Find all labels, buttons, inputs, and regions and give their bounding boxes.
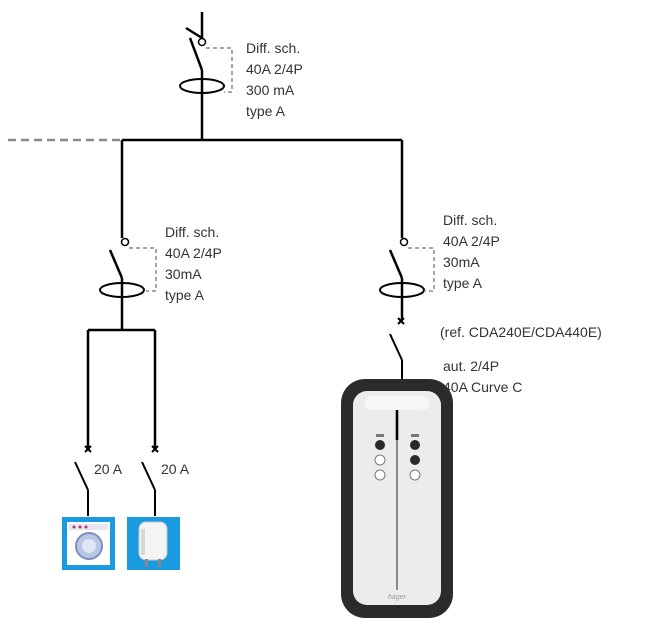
left-sub-bus (86, 328, 157, 450)
left-rcd-label-line: Diff. sch. (165, 224, 220, 240)
left-breaker-1-label: 20 A (94, 461, 123, 477)
right-rcd-dashed-link (408, 247, 435, 292)
main-rcd-toroid (179, 78, 225, 94)
right-rcd-label: Diff. sch. 40A 2/4P 30mA type A (443, 210, 500, 294)
right-rcd-label-line: type A (443, 275, 482, 291)
right-rcd-label-line: 40A 2/4P (443, 233, 500, 249)
left-breaker-2-symbol (141, 445, 159, 516)
main-rcd-dashed-link (206, 47, 233, 93)
right-breaker-label-line: 40A Curve C (443, 379, 523, 395)
right-breaker-label: aut. 2/4P 40A Curve C (443, 356, 522, 398)
main-rcd-label-line: type A (246, 103, 285, 119)
main-rcd-label-line: 40A 2/4P (246, 61, 303, 77)
ev-charger-icon (341, 379, 453, 618)
right-ref-label: (ref. CDA240E/CDA440E) (440, 324, 602, 340)
main-rcd-label-line: Diff. sch. (246, 40, 301, 56)
left-rcd-trip-dot (120, 237, 130, 247)
left-breaker-1-symbol (74, 445, 92, 516)
left-breaker-2-label: 20 A (161, 461, 190, 477)
left-rcd-label-line: 40A 2/4P (165, 245, 222, 261)
left-rcd-label-line: 30mA (165, 266, 202, 282)
right-rcd-label-line: Diff. sch. (443, 212, 498, 228)
right-rcd-label-line: 30mA (443, 254, 480, 270)
charger-brand-label: hager (388, 594, 406, 601)
left-rcd-symbol (108, 140, 124, 330)
right-breaker-symbol (389, 317, 405, 382)
right-rcd-toroid (379, 282, 425, 298)
main-rcd-label-line: 300 mA (246, 82, 295, 98)
main-rcd-symbol (185, 12, 204, 140)
left-rcd-label: Diff. sch. 40A 2/4P 30mA type A (165, 222, 222, 306)
left-rcd-label-line: type A (165, 287, 204, 303)
water-heater-icon (127, 517, 180, 570)
right-rcd-trip-dot (399, 237, 409, 247)
right-rcd-symbol (388, 140, 404, 320)
main-rcd-trip-dot (197, 37, 207, 47)
left-rcd-toroid (99, 282, 145, 298)
washing-machine-icon (62, 517, 115, 570)
main-rcd-label: Diff. sch. 40A 2/4P 300 mA type A (246, 38, 303, 122)
right-breaker-label-line: aut. 2/4P (443, 358, 500, 374)
